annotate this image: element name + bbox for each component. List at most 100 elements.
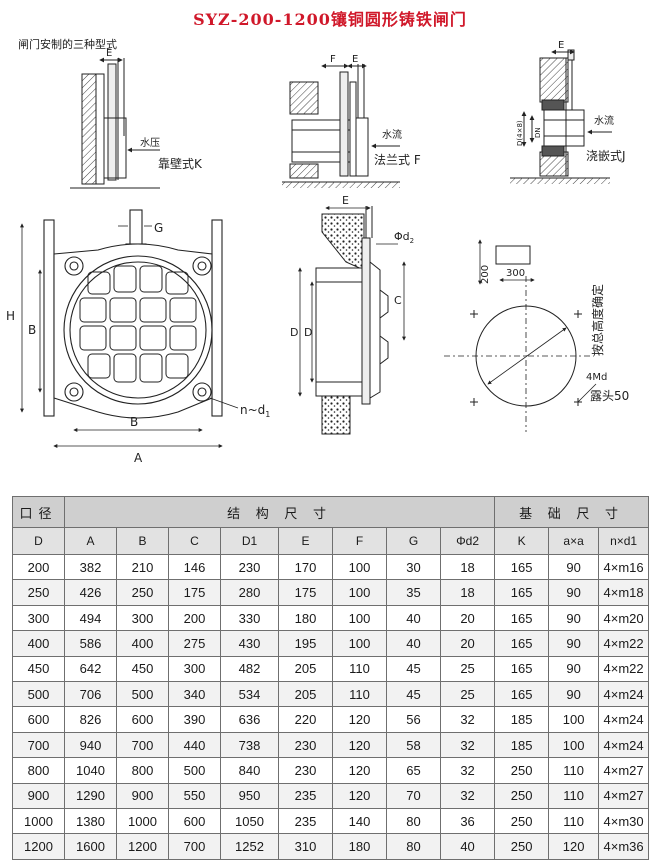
table-cell: 310 [278, 833, 333, 860]
type-f-flow-label: 水流 [382, 128, 402, 141]
table-cell: 4×m22 [598, 655, 650, 683]
table-cell: 40 [439, 833, 496, 860]
table-cell: 210 [116, 553, 169, 581]
table-cell: 140 [332, 808, 387, 835]
table-cell: 426 [64, 579, 117, 606]
install-type-k-drawing [70, 57, 160, 189]
table-cell: 4×m27 [598, 782, 650, 810]
front-bolt-label-main: n~d [240, 403, 265, 417]
table-cell: 65 [386, 757, 441, 784]
type-k-dim-e: E [106, 48, 112, 59]
table-column-header: K [494, 527, 550, 555]
table-cell: 110 [548, 808, 600, 835]
table-cell: 230 [220, 553, 279, 581]
table-cell: 4×m24 [598, 681, 650, 708]
table-group-header: 基 础 尺 寸 [494, 496, 650, 528]
type-j-dim-dn: DN [534, 127, 542, 138]
table-group-header: 结 构 尺 寸 [63, 496, 496, 528]
table-cell: 110 [548, 782, 600, 810]
front-dim-b: B [130, 415, 138, 429]
table-cell: 80 [386, 833, 441, 860]
table-cell: 500 [116, 681, 169, 708]
table-cell: 20 [439, 604, 496, 632]
gate-side-section [298, 206, 406, 435]
table-cell: 450 [116, 655, 169, 683]
table-cell: 1000 [12, 808, 65, 835]
type-f-dim-f: F [330, 54, 336, 65]
type-k-flow-label: 水压 [140, 137, 160, 149]
section-subtitle: 闸门安制的三种型式 [18, 38, 117, 51]
side-dim-e: E [342, 194, 349, 207]
table-cell: 170 [278, 553, 333, 581]
foundation-box-width: 300 [506, 268, 525, 279]
table-cell: 70 [386, 782, 441, 810]
table-cell: 195 [278, 630, 333, 657]
front-bolt-label-sub: 1 [265, 410, 270, 419]
table-cell: 45 [386, 681, 441, 708]
table-cell: 600 [116, 706, 169, 733]
table-cell: 494 [64, 604, 117, 632]
side-dim-c: C [394, 294, 402, 307]
table-cell: 300 [116, 604, 169, 632]
table-cell: 4×m30 [598, 808, 650, 835]
table-cell: 642 [64, 655, 117, 683]
table-cell: 20 [439, 630, 496, 657]
front-dim-g: G [154, 221, 163, 235]
drawings: E 水压 靠壁式K F E 水流 法兰式 F [6, 40, 629, 465]
table-cell: 900 [12, 782, 65, 810]
table-cell: 205 [278, 655, 333, 683]
table-cell: 4×m24 [598, 731, 650, 759]
table-cell: 4×m16 [598, 553, 650, 581]
table-cell: 45 [386, 655, 441, 683]
table-cell: 250 [494, 782, 550, 810]
table-cell: 35 [386, 579, 441, 606]
table-cell: 100 [332, 579, 387, 606]
table-cell: 32 [439, 706, 496, 733]
table-cell: 90 [548, 579, 600, 606]
table-cell: 90 [548, 655, 600, 683]
table-cell: 120 [332, 757, 387, 784]
table-cell: 430 [220, 630, 279, 657]
table-cell: 700 [12, 731, 65, 759]
table-cell: 32 [439, 782, 496, 810]
table-cell: 230 [278, 731, 333, 759]
table-cell: 950 [220, 782, 279, 810]
table-cell: 330 [220, 604, 279, 632]
foundation-height-note: 按总高度确定 [590, 284, 605, 356]
table-cell: 110 [332, 655, 387, 683]
table-cell: 185 [494, 731, 550, 759]
table-cell: 110 [548, 757, 600, 784]
front-dim-h: H [6, 309, 15, 323]
table-column-header: E [278, 527, 333, 555]
type-f-name: 法兰式 F [374, 153, 421, 167]
table-cell: 1200 [116, 833, 169, 860]
table-cell: 4×m18 [598, 579, 650, 606]
table-cell: 1200 [12, 833, 65, 860]
table-cell: 1600 [64, 833, 117, 860]
table-cell: 250 [494, 808, 550, 835]
table-cell: 400 [12, 630, 65, 657]
table-cell: 550 [168, 782, 221, 810]
table-cell: 205 [278, 681, 333, 708]
gate-front-view [20, 209, 239, 448]
side-dim-phi-sub: 2 [410, 237, 414, 245]
table-cell: 220 [278, 706, 333, 733]
table-cell: 600 [168, 808, 221, 835]
foundation-bolt-label: 4Md [586, 372, 607, 383]
table-cell: 100 [548, 731, 600, 759]
table-cell: 180 [332, 833, 387, 860]
side-dim-d1: D [304, 326, 312, 339]
table-cell: 1000 [116, 808, 169, 835]
table-cell: 700 [168, 833, 221, 860]
table-cell: 250 [494, 833, 550, 860]
table-cell: 300 [12, 604, 65, 632]
table-cell: 58 [386, 731, 441, 759]
type-k-name: 靠壁式K [158, 156, 203, 171]
table-cell: 235 [278, 782, 333, 810]
foundation-exposed-label: 露头50 [590, 389, 629, 403]
